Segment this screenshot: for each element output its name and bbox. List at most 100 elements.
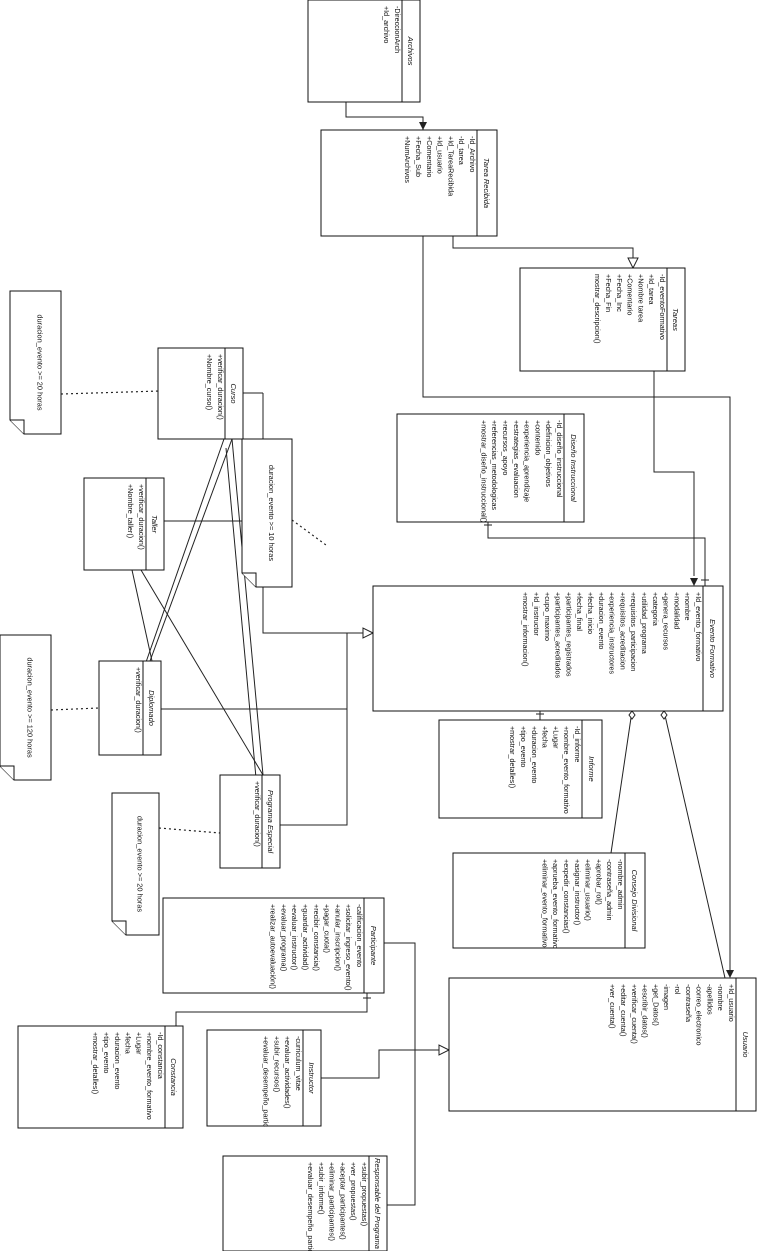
note-shape [0,634,52,781]
class-name: Curso [229,383,238,403]
class-tarea-recibida: Tarea Recibida-Id_Archivo-Id_tarea+Id_Ta… [320,129,498,237]
relationship-line [610,710,633,854]
class-name: Informe [587,756,596,781]
class-member: +mostrar_informacion() [521,592,530,667]
note-fold [242,572,257,587]
class-member: +Nombre_taller() [126,484,135,538]
class-member: +anular_inscripcion() [333,904,342,971]
class-member: +contenido [533,420,542,455]
class-name: Instructor [307,1062,316,1094]
class-member: +verificar_cuenta() [630,984,639,1044]
class-member: +solicitar_ingreso_evento() [344,904,353,991]
relationship-line [149,438,233,662]
relationship-line [280,633,348,826]
class-member: +subir_propuestas() [360,1162,369,1226]
class-name: Archivos [406,36,415,66]
class-member: +aceptar_participantes() [338,1162,347,1240]
class-instructor: Instructor-curriculum_vitae+evaluar_acti… [206,1029,322,1127]
class-box-diplomado [98,660,162,756]
class-member: +ver_propuestas() [349,1162,358,1221]
class-box-constancia [17,1025,184,1129]
class-member: +Lugar [134,1032,143,1055]
class-member: +categoria [651,592,660,626]
note-programa: duracion_evento >= 20 horas [111,792,160,936]
class-name: Taller [150,515,159,534]
class-name: Diseño Instruccional [569,434,578,502]
class-member: +pagar_cuota() [323,904,332,953]
note-text: duracion_evento >= 20 horas [136,816,145,912]
class-member: +duracion_evento [530,726,539,783]
class-member: +nombre [683,592,692,621]
class-member: +Id_instructor [532,592,541,636]
class-member: +Id_usuario [727,984,736,1022]
class-member: -Id_eventoFormativo [658,274,667,340]
relationship-line [487,522,706,586]
class-member: -Id_tarea [457,136,466,165]
note-diplomado: duracion_evento >= 120 horas [0,634,52,781]
class-member: -Id_constancia [156,1032,165,1079]
note-fold [10,419,25,434]
class-member: +get_Datos() [651,984,660,1026]
class-member: +Fecha_Fin [604,274,613,312]
class-name: Responsable del Programa [373,1158,382,1249]
class-member: +asignar_instructor() [573,859,582,925]
relationship-line [653,371,695,576]
generalization-arrowhead [438,1044,451,1056]
class-informe: Informe-Id_informe+nombre_evento_formati… [438,719,603,819]
class-member: +Fecha_Sub [414,136,423,177]
class-box-taller [83,477,165,571]
class-member: -imagen [662,984,671,1010]
class-member: +experiencia_instructores [608,592,617,675]
class-member: +Comentario [626,274,635,315]
class-member: +genera_recursos [662,592,671,651]
class-diseno: Diseño Instruccional -Id_diseño_instrucci… [396,413,585,523]
class-member: +NumArchivos [403,136,412,183]
constraint-notes: duracion_evento >= 20 horas duracion_even… [0,290,293,936]
class-usuario: Usuario+Id_usuario-nombre-apellidos-corr… [448,977,757,1112]
class-member: +Id_evento_formativo [694,592,703,661]
note-shape [241,438,293,588]
class-member: +expedir_constancias() [562,859,571,934]
class-member: +aprobar_rol() [594,859,603,905]
class-member: +participantes_registrados [564,592,573,677]
class-evento: Evento Formativo+Id_evento_formativo+nom… [372,585,724,712]
class-box-diseno [396,413,585,523]
relationship-line [422,236,731,972]
class-member: +editar_cuenta() [619,984,628,1037]
class-member: -rol [673,984,682,995]
class-member: +evaluar_programa() [279,904,288,971]
class-member: +realizar_autoevaluación() [269,904,278,989]
class-member: +eliminar_evento_formativo [540,859,549,948]
class-member: +Nombre tarea [636,274,645,322]
class-member: +fecha [124,1032,133,1054]
class-member: +cupo_maximo [543,592,552,641]
relationship-line [225,447,257,779]
relationship-line [140,569,264,776]
class-name: Diplomado [147,690,156,726]
class-member: -apellidos [705,984,714,1015]
class-name: Usuario [741,1032,750,1058]
class-member: +duracion_evento [113,1032,122,1089]
class-member: +Lugar [551,726,560,749]
class-tareas: Tareas-Id_eventoFormativo+Id_tarea+Nombr… [519,267,686,372]
relationship-line [175,993,368,1026]
class-member: +verificar_duracion() [253,781,262,847]
arrowhead [726,970,734,978]
class-box-archivos [307,0,421,103]
class-consejo: Consejo Divisional-nombre_admin-contrase… [452,852,646,949]
class-member: +Id_TareaRecibida [446,136,455,196]
class-box-informe [438,719,603,819]
class-member: +subir_recursos() [272,1036,281,1092]
class-member: -DireccionArch [393,6,402,53]
class-member: -Id_diseño_instruccional [555,420,564,498]
note-fold [112,920,127,935]
note-connector [158,827,221,834]
class-member: +tipo_evento [102,1032,111,1073]
note-text: duracion_evento >= 20 horas [36,314,45,410]
class-member: +requisitos_acreditacion [618,592,627,670]
class-box-curso [157,347,244,440]
class-member: +duracion_evento [597,592,606,649]
aggregation-diamond [660,710,668,720]
relationship-line [131,569,153,662]
